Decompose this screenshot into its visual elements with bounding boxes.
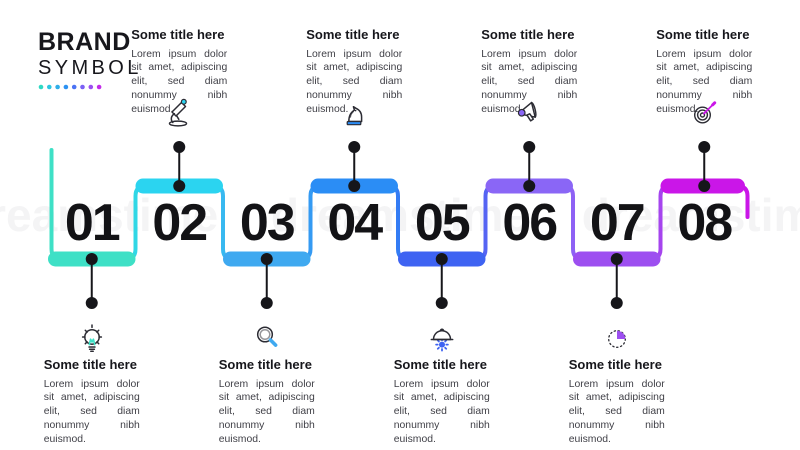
connector-dot (523, 180, 536, 192)
connector-dot (173, 141, 186, 153)
connector-dot (85, 297, 98, 309)
step-number-08: 08 (677, 194, 733, 252)
connector-dot (348, 141, 361, 153)
connector-dot (698, 141, 711, 153)
brand-dot (71, 84, 77, 90)
step-5-body: Lorem ipsum dolor sit amet, adipiscing e… (393, 378, 490, 445)
connector-dot (698, 180, 711, 192)
step-2-body: Lorem ipsum dolor sit amet, adipiscing e… (131, 48, 228, 115)
step-number-01: 01 (64, 194, 121, 252)
microscope-icon (159, 93, 199, 133)
step-7-title: Some title here (568, 357, 662, 372)
step-3-body: Lorem ipsum dolor sit amet, adipiscing e… (218, 378, 315, 445)
hard-hat-gear-icon (422, 318, 462, 358)
step-5-textblock: Some title here Lorem ipsum dolor sit am… (394, 357, 490, 447)
brand-dots (38, 84, 102, 90)
step-6-title: Some title here (481, 27, 575, 42)
connector-dot (435, 297, 448, 309)
step-1-body: Lorem ipsum dolor sit amet, adipiscing e… (43, 378, 140, 445)
step-number-02: 02 (152, 194, 208, 252)
step-2-title: Some title here (131, 27, 225, 42)
step-6-textblock: Some title here Lorem ipsum dolor sit am… (481, 27, 577, 117)
step-number-04: 04 (327, 194, 383, 252)
connector-dot (348, 180, 361, 192)
brand-dot (88, 84, 94, 90)
step-8-title: Some title here (656, 27, 750, 42)
brand-dot (38, 84, 44, 90)
step-6-body: Lorem ipsum dolor sit amet, adipiscing e… (481, 48, 578, 115)
connector-dot (435, 253, 448, 265)
brand-dot (55, 84, 60, 90)
clock-quarter-icon (597, 318, 637, 358)
megaphone-icon (509, 93, 549, 133)
step-1-title: Some title here (43, 357, 137, 372)
lightbulb-icon (72, 318, 112, 358)
connector-dot (523, 141, 536, 153)
brand-dot (63, 84, 69, 90)
brand-dot (47, 84, 52, 90)
step-number-05: 05 (414, 194, 471, 252)
connector-dot (260, 253, 273, 265)
brand-dot (96, 84, 102, 90)
brand-logo: BRAND SYMBOL (38, 30, 142, 91)
brand-line1: BRAND (38, 28, 131, 56)
step-5-title: Some title here (393, 357, 487, 372)
step-2-textblock: Some title here Lorem ipsum dolor sit am… (131, 27, 227, 117)
target-dart-icon (684, 93, 724, 133)
step-4-textblock: Some title here Lorem ipsum dolor sit am… (306, 27, 402, 117)
connector-dot (610, 297, 623, 309)
magnifier-icon (247, 318, 287, 358)
step-7-textblock: Some title here Lorem ipsum dolor sit am… (569, 357, 665, 447)
step-1-textblock: Some title here Lorem ipsum dolor sit am… (44, 357, 140, 447)
brand-line2: SYMBOL (38, 57, 142, 79)
connector-dot (610, 253, 623, 265)
step-3-textblock: Some title here Lorem ipsum dolor sit am… (219, 357, 315, 447)
connector-dot (173, 180, 186, 192)
brand-dot (80, 84, 85, 90)
step-number-07: 07 (589, 194, 646, 252)
connector-dot (260, 297, 273, 309)
step-number-03: 03 (239, 194, 296, 252)
chess-knight-icon (334, 93, 374, 133)
step-4-title: Some title here (306, 27, 400, 42)
step-7-body: Lorem ipsum dolor sit amet, adipiscing e… (568, 378, 665, 445)
connector-dot (85, 253, 98, 265)
step-4-body: Lorem ipsum dolor sit amet, adipiscing e… (306, 48, 403, 115)
step-8-textblock: Some title here Lorem ipsum dolor sit am… (656, 27, 752, 117)
step-3-title: Some title here (218, 357, 312, 372)
step-8-body: Lorem ipsum dolor sit amet, adipiscing e… (656, 48, 753, 115)
step-number-06: 06 (502, 194, 558, 252)
